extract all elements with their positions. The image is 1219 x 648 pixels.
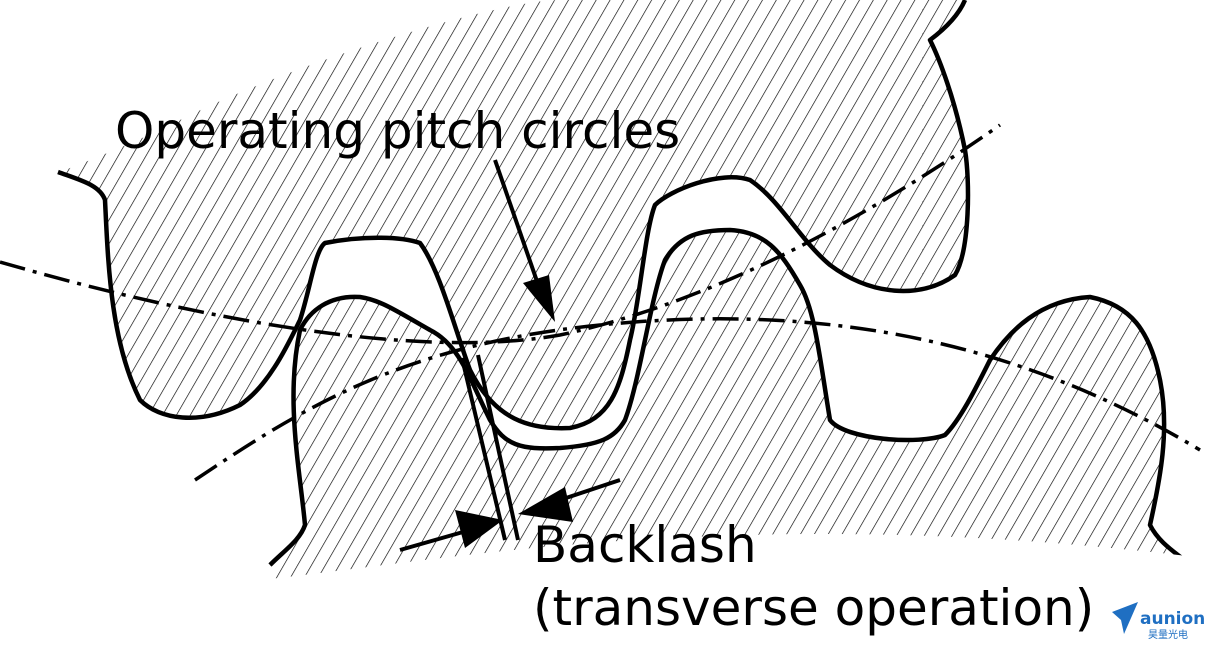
backlash-gap-line-right [476, 354, 520, 541]
upper-pitch-circle [0, 123, 1002, 345]
lower-pitch-circle [194, 317, 1201, 482]
backlash-arrow-right-head [518, 487, 573, 522]
lower-gear-root-cover [260, 534, 1219, 648]
pitch-circles-label: Operating pitch circles [115, 102, 680, 160]
paper-plane-icon [1112, 602, 1138, 634]
backlash-gap-line-left [460, 357, 507, 541]
aunion-logo: aunion 昊量光电 [1112, 602, 1205, 641]
backlash-arrow-left-shaft [399, 528, 471, 552]
logo-word: aunion [1140, 609, 1205, 629]
backlash-label: Backlash [533, 516, 757, 574]
upper-gear-outline [57, 0, 971, 431]
logo-subtitle: 昊量光电 [1148, 628, 1188, 641]
backlash-arrow-left-head [455, 510, 503, 548]
backlash-sublabel: (transverse operation) [533, 579, 1094, 637]
lower-gear-outline [268, 227, 1192, 567]
pitch-circle-arrowhead [523, 275, 555, 322]
pitch-circle-pointer [493, 159, 542, 291]
